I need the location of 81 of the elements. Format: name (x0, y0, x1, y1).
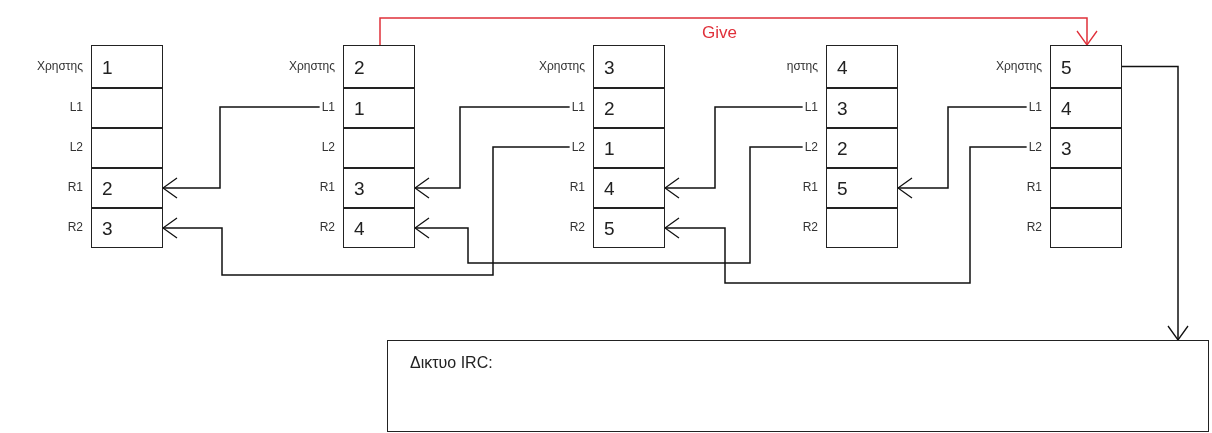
row-label: Χρηστης (288, 58, 335, 73)
row-label: L1 (69, 100, 83, 114)
cell-value: 4 (837, 57, 848, 76)
cell-value: 4 (1061, 98, 1072, 118)
cell-value: 5 (604, 218, 615, 238)
arrow (897, 106, 1028, 199)
row-label: L1 (804, 100, 818, 114)
cell-value: 5 (837, 178, 848, 198)
row-label: L2 (69, 140, 83, 154)
table-cell (91, 45, 163, 88)
row-label: L2 (1028, 140, 1042, 154)
row-label: L1 (321, 100, 335, 114)
row-label: L1 (1028, 100, 1042, 114)
arrow (162, 106, 321, 199)
row-label: R1 (319, 180, 335, 194)
table-cell (1050, 45, 1122, 88)
cell-value: 1 (102, 57, 113, 76)
edge-label: Give (700, 24, 739, 41)
table-cell (343, 45, 415, 88)
cell-value: 3 (604, 57, 615, 76)
cell-value: 3 (102, 218, 113, 238)
table-cell (91, 128, 163, 168)
table-cell (1050, 208, 1122, 248)
cell-value: 3 (1061, 138, 1072, 158)
table-cell (343, 128, 415, 168)
table-cell (593, 168, 665, 208)
row-label: ηστης (786, 58, 818, 73)
table-cell (343, 168, 415, 208)
table-cell (826, 128, 898, 168)
table-cell (826, 45, 898, 88)
row-label: Χρηστης (36, 58, 83, 73)
table-cell (343, 88, 415, 128)
row-label: R1 (1026, 180, 1042, 194)
cell-value: 2 (604, 98, 615, 118)
arrow (1121, 65, 1189, 341)
table-cell (593, 128, 665, 168)
arrow (414, 146, 804, 264)
row-label: R2 (569, 220, 585, 234)
cell-value: 2 (354, 57, 365, 76)
table-cell (1050, 128, 1122, 168)
table-cell (91, 208, 163, 248)
row-label: L1 (571, 100, 585, 114)
row-label: R1 (569, 180, 585, 194)
cell-value: 2 (837, 138, 848, 158)
panel-text: Δικτυο IRC: (410, 355, 493, 371)
info-panel (387, 340, 1209, 432)
row-label: R2 (319, 220, 335, 234)
cell-value: 1 (354, 98, 365, 118)
arrow (379, 17, 1098, 46)
row-label: R1 (802, 180, 818, 194)
cell-value: 2 (102, 178, 113, 198)
row-label: Χρηστης (995, 58, 1042, 73)
table-cell (1050, 168, 1122, 208)
table-cell (593, 208, 665, 248)
table-cell (91, 168, 163, 208)
cell-value: 5 (1061, 57, 1072, 76)
table-cell (593, 88, 665, 128)
cell-value: 4 (604, 178, 615, 198)
table-cell (593, 45, 665, 88)
arrow (414, 106, 571, 199)
row-label: R2 (802, 220, 818, 234)
row-label: R2 (1026, 220, 1042, 234)
cell-value: 1 (604, 138, 615, 158)
cell-value: 3 (837, 98, 848, 118)
row-label: L2 (321, 140, 335, 154)
row-label: L2 (804, 140, 818, 154)
row-label: Χρηστης (538, 58, 585, 73)
table-cell (343, 208, 415, 248)
table-cell (91, 88, 163, 128)
arrow (664, 146, 1028, 284)
table-cell (826, 168, 898, 208)
table-cell (1050, 88, 1122, 128)
cell-value: 3 (354, 178, 365, 198)
arrow (664, 106, 804, 199)
table-cell (826, 208, 898, 248)
arrow (162, 146, 571, 276)
row-label: L2 (571, 140, 585, 154)
row-label: R1 (67, 180, 83, 194)
table-cell (826, 88, 898, 128)
cell-value: 4 (354, 218, 365, 238)
row-label: R2 (67, 220, 83, 234)
